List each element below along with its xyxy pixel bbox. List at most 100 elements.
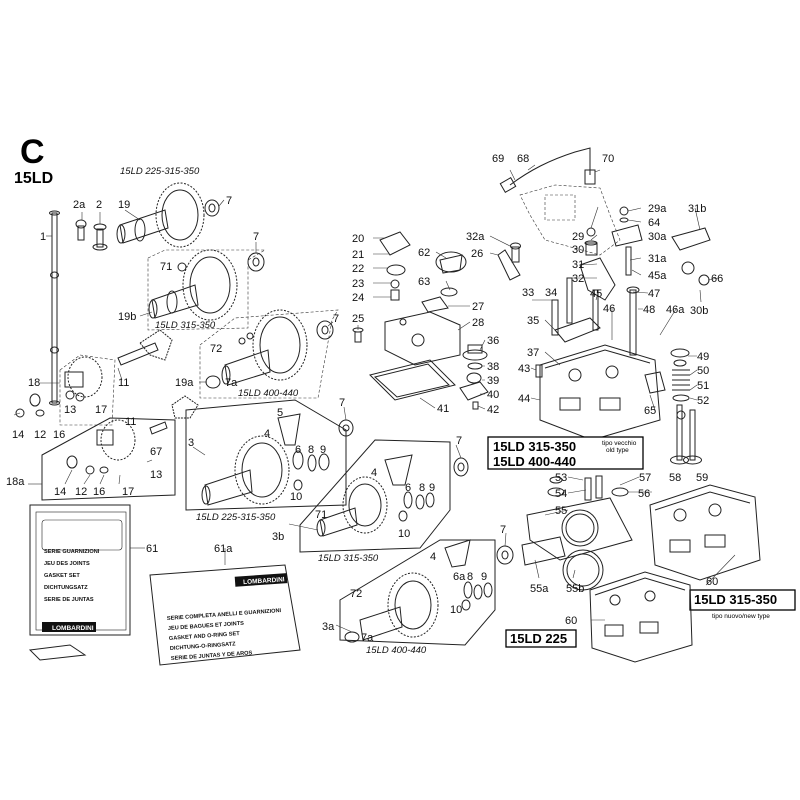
callout: 3 bbox=[188, 437, 194, 449]
callout: 11 bbox=[118, 377, 129, 389]
callout: 2a bbox=[73, 199, 86, 211]
kit61a-line-5: SERIE DE JUNTAS Y DE AROS bbox=[171, 650, 253, 662]
box-new-line1: 15LD 315-350 bbox=[694, 592, 777, 607]
callout: 5 bbox=[277, 407, 283, 419]
callout: 8 bbox=[308, 444, 314, 456]
callout: 55 bbox=[555, 505, 567, 517]
callout: 9 bbox=[481, 571, 487, 583]
callout: 69 bbox=[492, 153, 504, 165]
callout: 7 bbox=[333, 313, 339, 325]
callout: 8 bbox=[467, 571, 473, 583]
callout: 12 bbox=[34, 429, 46, 441]
valve-spring-parts bbox=[644, 348, 702, 465]
callout: 60 bbox=[706, 576, 718, 588]
governor-assembly-part bbox=[41, 417, 176, 501]
callout: 54 bbox=[555, 488, 567, 500]
callout: 9 bbox=[320, 444, 326, 456]
callout: 43 bbox=[518, 363, 530, 375]
breather-cap-part bbox=[352, 231, 449, 343]
callout: 16 bbox=[93, 486, 105, 498]
callout: 65 bbox=[644, 405, 656, 417]
callout: 59 bbox=[696, 472, 708, 484]
callout: 14 bbox=[54, 486, 66, 498]
callout: 20 bbox=[352, 233, 364, 245]
box-old-line2: 15LD 400-440 bbox=[493, 454, 576, 469]
callout: 7 bbox=[456, 435, 462, 447]
kit61-line-5: SERIE DE JUNTAS bbox=[44, 597, 94, 603]
kit61-line-1: SERIE GUARNIZIONI bbox=[44, 549, 100, 555]
callout: 66 bbox=[711, 273, 723, 285]
callout: 72 bbox=[350, 588, 362, 600]
callout: 63 bbox=[418, 276, 430, 288]
callout: 61 bbox=[146, 543, 158, 555]
callout: 10 bbox=[290, 491, 302, 503]
callout: 18 bbox=[28, 377, 40, 389]
callout: 40 bbox=[487, 389, 499, 401]
callout: 62 bbox=[418, 247, 430, 259]
kit61a-brand: LOMBARDINI bbox=[243, 576, 285, 586]
camshaft-gear-part bbox=[205, 309, 308, 389]
callout: 70 bbox=[602, 153, 614, 165]
callout: 64 bbox=[648, 217, 660, 229]
head-gasket-parts bbox=[521, 475, 633, 591]
callout: 30 bbox=[572, 244, 584, 256]
callout: 4 bbox=[430, 551, 436, 563]
rocker-cover-part bbox=[369, 311, 461, 401]
callout: 13 bbox=[64, 404, 76, 416]
callout: 44 bbox=[518, 393, 530, 405]
callout: 35 bbox=[527, 315, 539, 327]
callout: 2 bbox=[96, 199, 102, 211]
callout: 11 bbox=[125, 416, 136, 428]
callout: 10 bbox=[398, 528, 410, 540]
callout: 23 bbox=[352, 278, 364, 290]
box-new-note: tipo nuovo/new type bbox=[712, 613, 770, 620]
callout: 55b bbox=[566, 583, 584, 595]
callout: 33 bbox=[522, 287, 534, 299]
oil-filler-cap-part bbox=[435, 251, 467, 297]
governor-shaft-part bbox=[117, 329, 173, 366]
callout: 19b bbox=[118, 311, 136, 323]
bearing-ring-part bbox=[316, 320, 334, 340]
callout: 7 bbox=[226, 195, 232, 207]
callout: 7 bbox=[500, 524, 506, 536]
kit61a-line-4: DICHTUNG-O-RINGSATZ bbox=[170, 641, 237, 652]
pump-parts bbox=[459, 344, 489, 410]
callout: 50 bbox=[697, 365, 709, 377]
section-letter: C bbox=[20, 133, 45, 171]
group-label-3: 15LD 400-440 bbox=[238, 388, 299, 399]
box-225: 15LD 225 bbox=[505, 629, 577, 648]
kit61-line-4: DICHTUNGSATZ bbox=[44, 585, 88, 591]
callout: 17 bbox=[122, 486, 134, 498]
group-label-1: 15LD 225-315-350 bbox=[120, 166, 200, 177]
callout: 14 bbox=[12, 429, 24, 441]
callout: 56 bbox=[638, 488, 650, 500]
callout: 17 bbox=[95, 404, 107, 416]
callout: 3b bbox=[272, 531, 284, 543]
callout: 19a bbox=[175, 377, 194, 389]
callout: 21 bbox=[352, 249, 364, 261]
callout: 29a bbox=[648, 203, 667, 215]
group-label-6: 15LD 400-440 bbox=[366, 645, 427, 656]
callout: 71 bbox=[160, 261, 172, 273]
callout: 51 bbox=[697, 380, 709, 392]
group-label-5: 15LD 315-350 bbox=[318, 553, 379, 564]
box-old-note1: tipo vecchio bbox=[602, 440, 637, 447]
callout: 31a bbox=[648, 253, 667, 265]
callout: 34 bbox=[545, 287, 557, 299]
callout-numbers: 1 2 2a 19 7 7 71 19b 7 72 7a 19a 18 11 1… bbox=[6, 153, 723, 644]
callout: 6a bbox=[453, 571, 466, 583]
callout: 6 bbox=[405, 482, 411, 494]
camshaft-assembly-part bbox=[185, 399, 347, 511]
callout: 30b bbox=[690, 305, 708, 317]
leader-lines bbox=[13, 164, 736, 633]
callout: 52 bbox=[697, 395, 709, 407]
callout: 9 bbox=[429, 482, 435, 494]
callout: 57 bbox=[639, 472, 651, 484]
callout: 1 bbox=[40, 231, 46, 243]
callout: 16 bbox=[53, 429, 65, 441]
callout: 32 bbox=[572, 273, 584, 285]
callout: 29 bbox=[572, 231, 584, 243]
kit61a-line-3: GASKET AND O-RING SET bbox=[169, 631, 241, 642]
box-new-type: 15LD 315-350 tipo nuovo/new type bbox=[689, 589, 796, 620]
bearing-ring-part bbox=[247, 252, 265, 272]
